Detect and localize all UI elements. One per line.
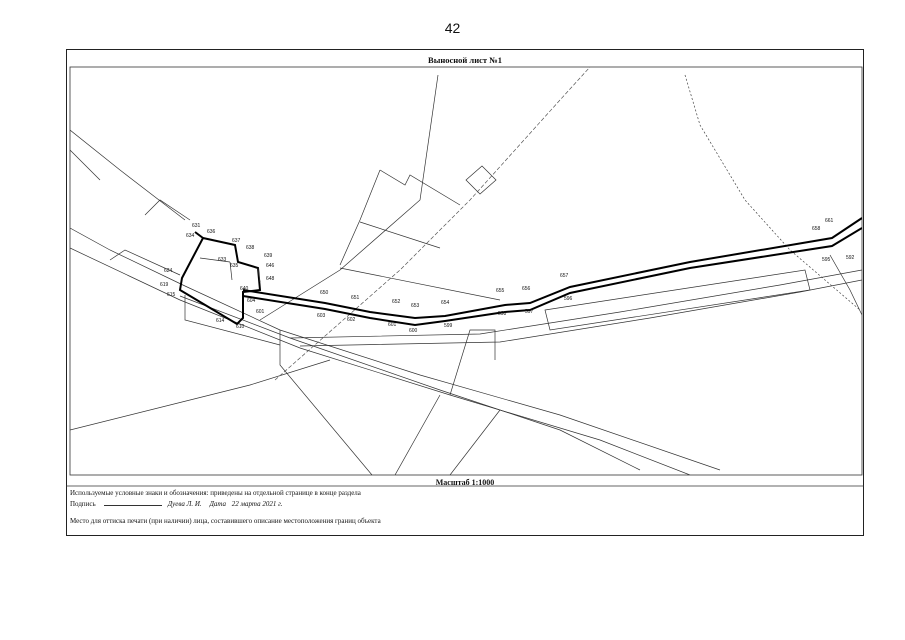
easement-line	[274, 67, 591, 381]
road-edge-north	[70, 227, 721, 471]
parcel-line	[259, 74, 439, 321]
point-label: 648	[266, 276, 275, 282]
point-label: 661	[825, 218, 834, 224]
parcel-line	[359, 221, 441, 249]
parcel-line	[829, 254, 862, 316]
parcel-line	[144, 199, 191, 221]
point-label: 602	[347, 317, 356, 323]
parcel-line	[339, 169, 381, 266]
point-label: 637	[232, 238, 241, 244]
easement-line	[684, 74, 861, 311]
boundary-block	[178, 236, 262, 326]
point-label: 633	[218, 257, 227, 263]
point-label: 658	[812, 226, 821, 232]
point-label: 615	[167, 292, 176, 298]
point-label: 639	[264, 253, 273, 259]
point-label: 635	[230, 263, 239, 269]
parcel-line	[109, 249, 181, 276]
point-labels: 631 634 636 637 638 633 635 639 646 648 …	[160, 218, 855, 334]
point-label: 655	[496, 288, 505, 294]
road-to-east-2	[289, 269, 862, 339]
parcel-line	[394, 394, 441, 475]
parcel-inner	[199, 257, 261, 283]
signature-line: Подпись Дуева Л. И. Дата 22 марта 2021 г.	[70, 500, 282, 508]
point-label: 598	[498, 311, 507, 317]
point-label: 638	[246, 245, 255, 251]
point-label: 610	[236, 324, 245, 330]
point-label: 596	[564, 296, 573, 302]
point-label: 631	[192, 223, 201, 229]
point-label: 657	[560, 273, 569, 279]
point-label: 634	[186, 233, 195, 239]
signature-blank	[103, 505, 162, 506]
parcel-line	[70, 359, 331, 431]
legend-note: Используемые условные знаки и обозначени…	[70, 489, 361, 497]
stamp-note: Место для оттиска печати (при наличии) л…	[70, 517, 381, 525]
point-label: 651	[351, 295, 360, 301]
parcel-box	[544, 269, 811, 331]
road-to-east	[299, 279, 862, 347]
map-area	[69, 66, 863, 476]
parcel-line	[339, 267, 501, 301]
parcel-line	[449, 329, 496, 396]
point-label: 604	[247, 298, 256, 304]
point-label: 614	[216, 318, 225, 324]
road-edge-south	[70, 247, 691, 475]
point-label: 652	[392, 299, 401, 305]
point-label: 636	[207, 229, 216, 235]
point-label: 654	[441, 300, 450, 306]
scale-label: Масштаб 1:1000	[435, 478, 495, 487]
parcel-line	[449, 409, 501, 475]
point-label: 603	[317, 313, 326, 319]
point-label: 653	[411, 303, 420, 309]
boundary-inner	[194, 231, 204, 239]
point-label: 595	[822, 257, 831, 263]
page-number: 42	[444, 20, 461, 36]
signature-date: 22 марта 2021 г.	[231, 500, 283, 508]
point-label: 599	[444, 323, 453, 329]
parcel-box	[465, 165, 497, 195]
point-label: 597	[525, 309, 534, 315]
parcel-line	[379, 169, 461, 206]
point-label: 592	[846, 255, 855, 261]
boundary-north	[242, 217, 862, 320]
boundary-south	[242, 227, 862, 327]
parcel-line	[70, 149, 101, 181]
signer-name: Дуева Л. И.	[167, 500, 202, 508]
point-label: 656	[522, 286, 531, 292]
parcel-line	[279, 330, 373, 475]
sheet-title: Выносной лист №1	[428, 55, 502, 65]
map-sheet-frame	[66, 49, 864, 536]
point-label: 640	[240, 286, 249, 292]
road-edge-inner	[179, 295, 641, 471]
point-label: 601	[388, 322, 397, 328]
parcel-line	[184, 295, 281, 346]
parcel-line	[70, 129, 186, 221]
signature-label: Подпись	[70, 500, 96, 508]
point-label: 619	[160, 282, 169, 288]
point-label: 624	[164, 268, 173, 274]
point-label: 646	[266, 263, 275, 269]
date-label: Дата	[209, 500, 227, 508]
point-label: 650	[320, 290, 329, 296]
point-label: 601	[256, 309, 265, 315]
point-label: 600	[409, 328, 418, 334]
